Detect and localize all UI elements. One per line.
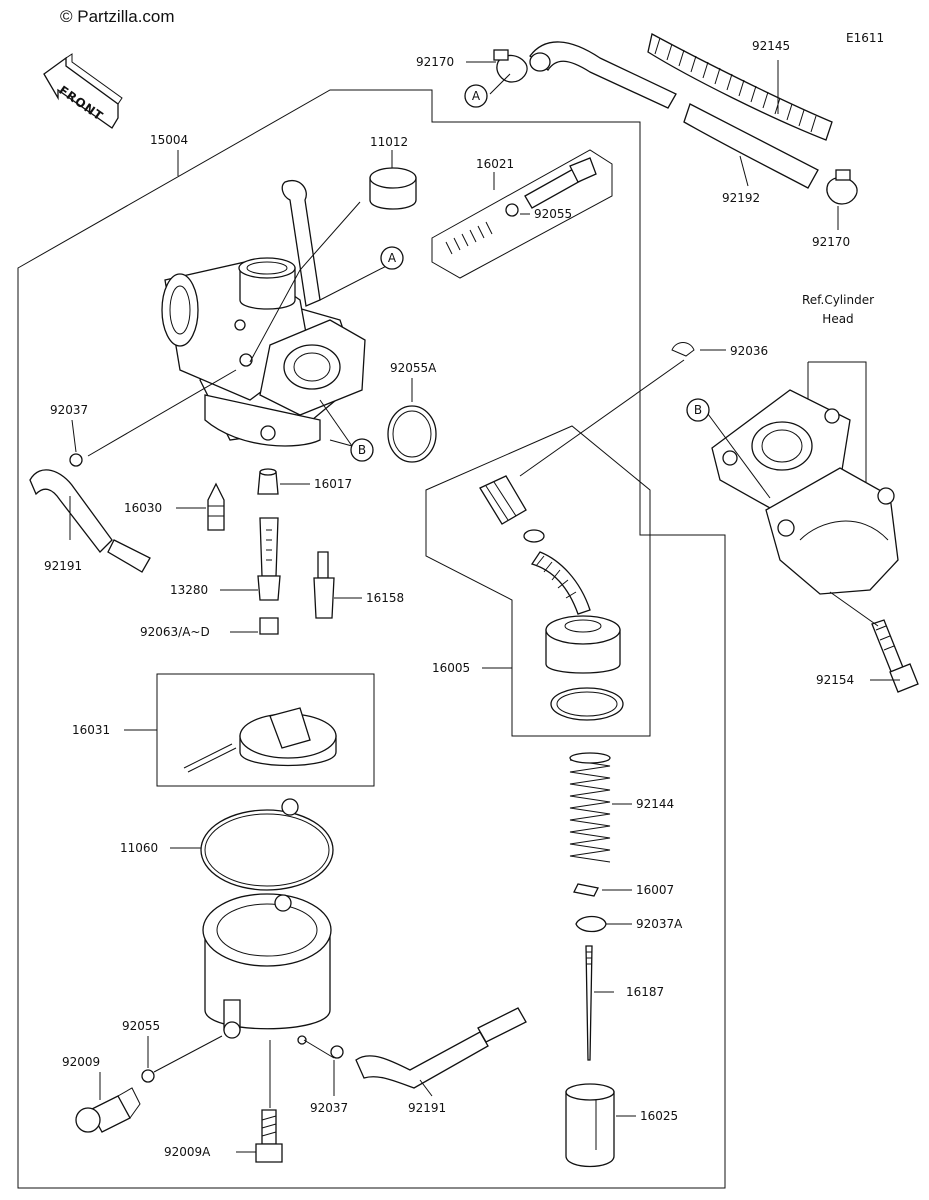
part-label: 11060 — [120, 841, 158, 855]
part-label: 92191 — [44, 559, 82, 573]
part-label: 15004 — [150, 133, 188, 147]
part-label: 92191 — [408, 1101, 446, 1115]
needle-jet-16025-icon — [565, 1083, 615, 1168]
front-arrow-icon: FRONT — [43, 53, 123, 129]
part-label: 16025 — [640, 1109, 678, 1123]
part-label: 92145 — [752, 39, 790, 53]
part-labels: 92170 92145 92192 92170 15004 11012 1602… — [44, 39, 854, 1159]
part-label: 16021 — [476, 157, 514, 171]
callout-a-top: A — [464, 84, 488, 108]
bolt-92154-icon — [871, 619, 919, 693]
adjuster-16005-icon — [479, 475, 624, 721]
gasket-11060-icon — [200, 798, 334, 891]
part-label: 92055 — [122, 1019, 160, 1033]
part-label: 92037A — [636, 917, 683, 931]
part-label: 11012 — [370, 135, 408, 149]
part-label: 92170 — [812, 235, 850, 249]
callout-b-right: B — [686, 398, 710, 422]
part-label: 16030 — [124, 501, 162, 515]
clamp-92170-top-icon — [493, 49, 528, 83]
clip-92037a-icon — [575, 915, 607, 933]
float-bowl-icon — [202, 893, 332, 1045]
ref-label-line2: Head — [822, 312, 853, 326]
part-label: 92036 — [730, 344, 768, 358]
part-label: 16187 — [626, 985, 664, 999]
hose-top-elbow — [529, 41, 677, 109]
part-label: 92063/A~D — [140, 625, 210, 639]
assembly-outline — [17, 89, 726, 1189]
pilot-screw-16158-icon — [313, 551, 335, 619]
carburetor-body — [161, 179, 366, 447]
clip-16007-icon — [573, 883, 599, 897]
jet-needle-16187-icon — [585, 945, 593, 1061]
part-label: 92170 — [416, 55, 454, 69]
choke-group-outline — [431, 149, 613, 279]
part-label: 13280 — [170, 583, 208, 597]
svg-text:B: B — [694, 403, 702, 417]
hose-92191-left — [29, 469, 151, 573]
clamp-92170-right-icon — [826, 169, 858, 205]
part-label: 92192 — [722, 191, 760, 205]
clip-92037-left-icon — [69, 453, 83, 467]
cap-11012-icon — [369, 167, 417, 210]
clip-92036-icon — [671, 342, 695, 357]
part-label: 16007 — [636, 883, 674, 897]
drain-screw-92009-icon — [75, 1087, 141, 1133]
callout-a-mid: A — [380, 246, 404, 270]
part-label: 16158 — [366, 591, 404, 605]
part-label: 92037 — [310, 1101, 348, 1115]
part-label: 92154 — [816, 673, 854, 687]
watermark: © Partzilla.com — [60, 7, 175, 26]
part-label: 92009A — [164, 1145, 211, 1159]
callout-b-mid: B — [350, 438, 374, 462]
hose-92145 — [647, 33, 833, 141]
intake-manifold-icon — [711, 389, 899, 595]
part-label: 92009 — [62, 1055, 100, 1069]
hose-92191-bottom — [355, 1007, 527, 1089]
svg-text:A: A — [388, 251, 397, 265]
ref-cylinder-head-bracket — [807, 361, 867, 540]
part-label: 92055 — [534, 207, 572, 221]
part-label: 92144 — [636, 797, 674, 811]
jet-16017-icon — [257, 468, 279, 495]
jet-92063-icon — [259, 617, 279, 635]
part-label: 92055A — [390, 361, 437, 375]
diagram-code: E1611 — [846, 31, 884, 45]
svg-text:B: B — [358, 443, 366, 457]
choke-plunger-16021-icon — [445, 157, 597, 255]
emulsion-tube-13280-icon — [257, 517, 281, 601]
part-label: 92037 — [50, 403, 88, 417]
o-ring-92055a-icon — [387, 405, 437, 463]
o-ring-92055-bottom-icon — [141, 1069, 155, 1083]
spring-92144-icon — [569, 752, 611, 863]
ref-label-line1: Ref.Cylinder — [802, 293, 874, 307]
clip-92037-bottom-icon — [330, 1045, 344, 1059]
part-label: 16031 — [72, 723, 110, 737]
svg-text:A: A — [472, 89, 481, 103]
part-label: 16017 — [314, 477, 352, 491]
leader-lines — [69, 60, 900, 1153]
drain-bolt-92009a-icon — [255, 1109, 283, 1163]
top-cap-group-outline — [425, 425, 651, 737]
hose-92192 — [683, 103, 819, 189]
throttle-valve-16031-icon — [183, 707, 337, 773]
float-valve-16030-icon — [207, 482, 225, 531]
part-label: 16005 — [432, 661, 470, 675]
